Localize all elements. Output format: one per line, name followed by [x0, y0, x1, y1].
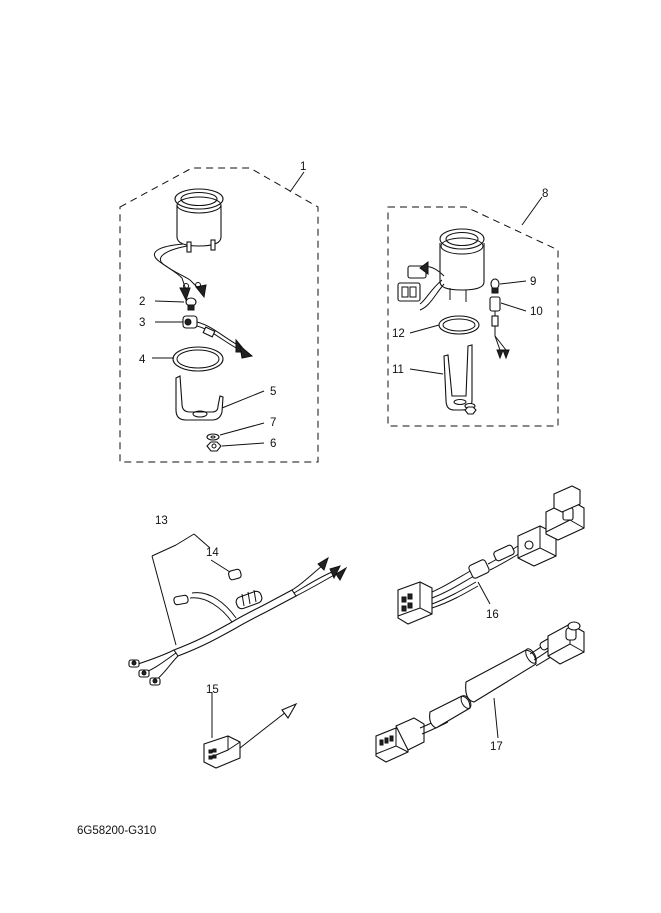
diagram-code: 6G58200-G310 [77, 825, 156, 837]
leader-16 [477, 581, 491, 605]
connector-part-14 [210, 559, 242, 581]
bulb-part-9 [490, 278, 500, 294]
callout-6: 6 [270, 438, 276, 450]
bracket-part-5 [175, 375, 224, 421]
washer-part-7 [206, 433, 220, 441]
callout-4: 4 [139, 354, 146, 366]
group-8-gauge-kit: 8 9 10 12 11 [387, 188, 559, 427]
callout-17: 17 [490, 741, 503, 753]
gauge-part-8 [397, 228, 485, 311]
group-1-gauge-kit: 1 2 3 4 5 7 6 [119, 161, 319, 463]
callout-3: 3 [139, 317, 145, 329]
gauge-part-1 [153, 188, 224, 302]
callout-16: 16 [486, 609, 499, 621]
oring-part-12 [438, 315, 480, 335]
socket-part-10 [489, 296, 510, 360]
callout-8: 8 [542, 188, 548, 200]
oring-part-4 [172, 346, 224, 372]
callout-12: 12 [392, 328, 405, 340]
callout-1: 1 [300, 161, 306, 173]
bulb-part-2 [185, 297, 197, 311]
callout-7: 7 [270, 417, 276, 429]
callout-2: 2 [139, 296, 145, 308]
group-8-outline [387, 206, 559, 427]
socket-part-3 [182, 315, 254, 359]
nut-group-8 [464, 402, 477, 415]
connector-part-15 [203, 692, 298, 769]
callout-15: 15 [206, 684, 219, 696]
nut-part-6 [206, 441, 222, 452]
harness-part-17 [375, 621, 585, 763]
callout-13: 13 [155, 515, 168, 527]
callout-11: 11 [392, 364, 404, 376]
callout-5: 5 [270, 386, 276, 398]
harness-part-13 [128, 533, 348, 686]
bracket-part-11 [443, 344, 473, 411]
callout-14: 14 [206, 547, 219, 559]
harness-part-16 [397, 485, 585, 625]
group-1-outline [119, 167, 319, 463]
leader-17 [493, 697, 499, 739]
callout-10: 10 [530, 306, 543, 318]
callout-9: 9 [530, 276, 536, 288]
